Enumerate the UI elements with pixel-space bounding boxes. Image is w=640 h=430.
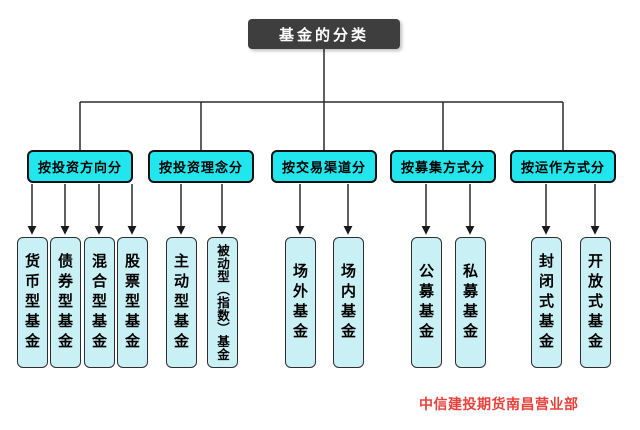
category-node-investment-philosophy: 按投资理念分 [148,150,254,183]
leaf-node-private-fund: 私募基金 [455,237,486,368]
category-node-trading-channel: 按交易渠道分 [271,150,377,183]
leaf-node-exchange-fund: 场内基金 [333,237,364,368]
leaf-node-bond-fund: 债券型基金 [50,237,81,368]
leaf-node-passive-index-fund: 被动型（指数）基金 [207,237,238,368]
leaf-node-open-end-fund: 开放式基金 [580,237,611,368]
watermark-text: 中信建投期货南昌营业部 [419,397,579,413]
category-node-investment-direction: 按投资方向分 [27,150,133,183]
leaf-node-public-fund: 公募基金 [411,237,442,368]
leaf-node-equity-fund: 股票型基金 [117,237,148,368]
leaf-node-closed-end-fund: 封闭式基金 [531,237,562,368]
leaf-node-money-market-fund: 货币型基金 [17,237,48,368]
category-node-operation-mode: 按运作方式分 [510,150,616,183]
leaf-node-hybrid-fund: 混合型基金 [84,237,115,368]
root-node-fund-classification: 基金的分类 [248,19,400,49]
category-node-fundraising-method: 按募集方式分 [390,150,496,183]
leaf-node-active-fund: 主动型基金 [166,237,197,368]
leaf-node-otc-fund: 场外基金 [285,237,316,368]
